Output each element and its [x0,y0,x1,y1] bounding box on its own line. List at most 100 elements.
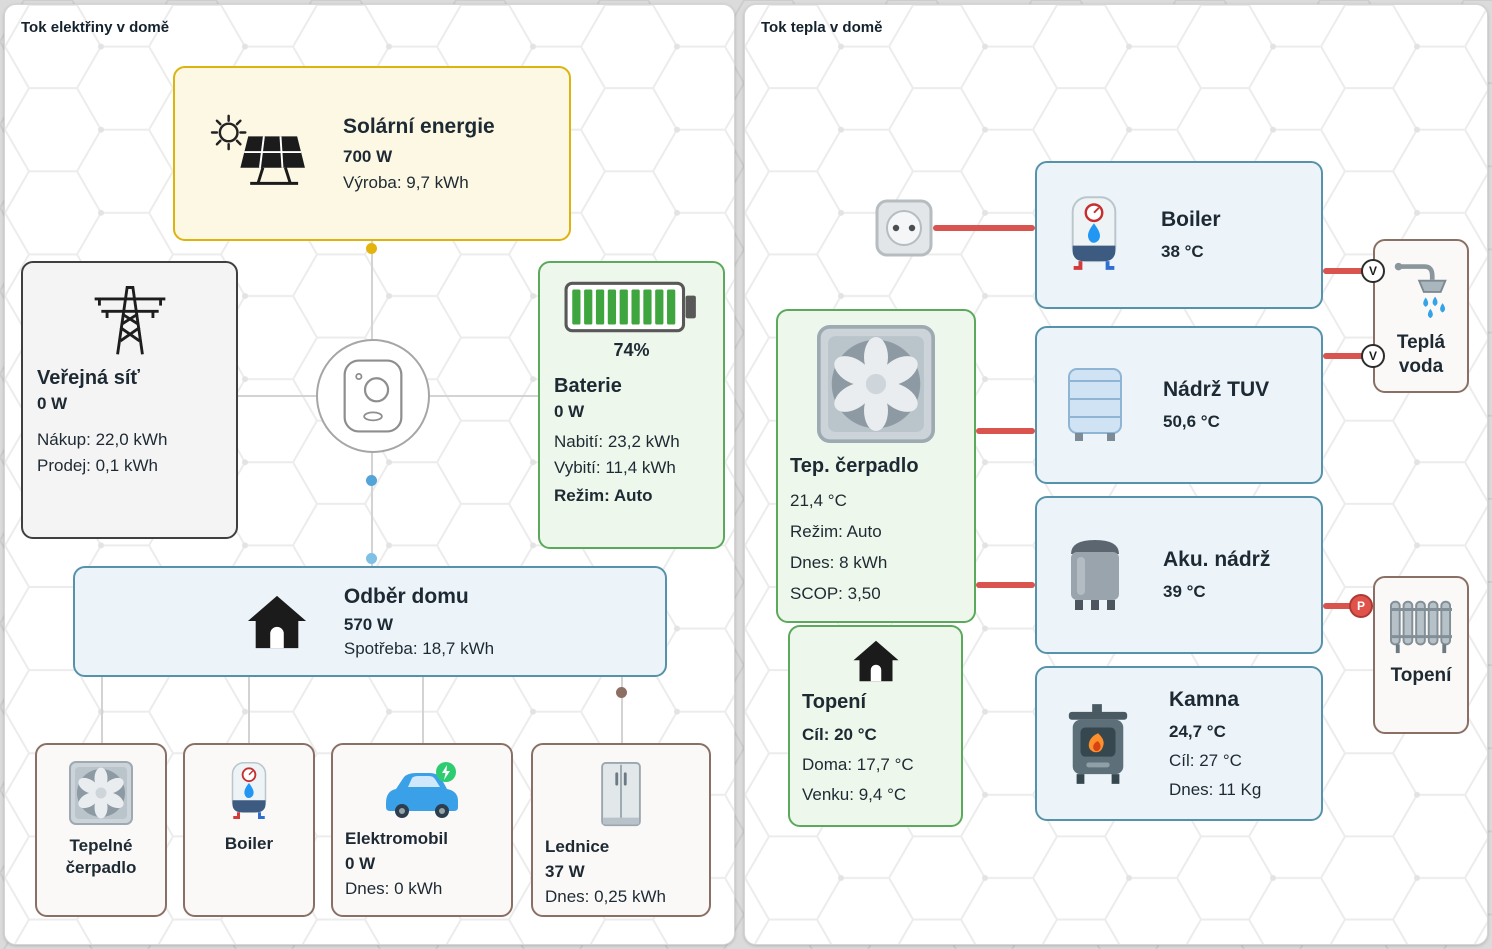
line-home-to-boiler [248,677,250,743]
pump-badge-heating[interactable]: P [1349,594,1373,618]
battery-discharged: Vybití: 11,4 kWh [554,458,676,477]
aku-tank-temp: 39 °C [1163,582,1206,601]
grid-power: 0 W [37,394,68,413]
tuv-tank-card[interactable]: Nádrž TUV 50,6 °C [1035,326,1323,484]
ev-name: Elektromobil [345,829,448,848]
solar-power: 700 W [343,146,393,166]
line-inverter-to-battery [430,395,538,397]
solar-production: Výroba: 9,7 kWh [343,172,469,192]
radiators-name: Topení [1390,665,1452,686]
heat-boiler-card[interactable]: Boiler 38 °C [1035,161,1323,309]
battery-mode: Režim: Auto [554,486,653,505]
line-home-to-heatpump [101,677,103,743]
pipe-tuv-to-hotwater [1323,353,1373,359]
aku-tank-name: Aku. nádrž [1163,548,1271,571]
hot-water-card[interactable]: Teplá voda [1373,239,1469,393]
aku-tank-card[interactable]: Aku. nádrž 39 °C [1035,496,1323,654]
fridge-power: 37 W [545,862,585,881]
valve-letter: V [1368,349,1377,363]
electricity-flow-panel: Tok elektřiny v domě [4,4,735,945]
stove-temp: 24,7 °C [1169,721,1226,741]
solar-panel-icon [210,114,305,185]
tuv-tank-temp: 50,6 °C [1163,412,1220,431]
power-tower-icon [94,285,165,355]
boiler-device-card[interactable]: Boiler [183,743,315,917]
heat-pump-name: Tep. čerpadlo [790,455,919,477]
home-power: 570 W [343,614,393,634]
solar-flow-dot [366,243,377,254]
house-icon [853,640,898,682]
boiler-device-name: Boiler [224,834,274,853]
radiators-card[interactable]: Topení [1373,576,1469,734]
stove-card[interactable]: Kamna 24,7 °C Cíl: 27 °C Dnes: 11 Kg [1035,666,1323,821]
shower-icon [1394,262,1447,319]
radiator-icon [1390,600,1452,654]
line-grid-to-inverter [238,395,316,397]
heating-control-card[interactable]: Topení Cíl: 20 °C Doma: 17,7 °C Venku: 9… [788,625,963,827]
heating-name: Topení [802,691,867,713]
ev-device-card[interactable]: Elektromobil 0 W Dnes: 0 kWh [331,743,513,917]
heating-target: Cíl: 20 °C [802,725,877,744]
solar-card[interactable]: Solární energie 700 W Výroba: 9,7 kWh [173,66,571,241]
heat-boiler-temp: 38 °C [1161,242,1204,261]
valve-letter: V [1368,264,1377,278]
storage-tank-icon [1071,540,1119,610]
battery-icon [564,281,696,333]
ev-car-icon [386,762,458,818]
pipe-heatpump-to-tuv [976,428,1035,434]
line-inverter-to-home [371,453,373,566]
stove-today: Dnes: 11 Kg [1169,779,1262,799]
boiler-icon [231,762,267,819]
heat-pump-card[interactable]: Tep. čerpadlo 21,4 °C Režim: Auto Dnes: … [776,309,976,623]
fridge-icon [601,761,641,827]
battery-percent: 74% [613,340,650,360]
grid-card[interactable]: Veřejná síť 0 W Nákup: 22,0 kWh Prodej: … [21,261,238,539]
fridge-device-card[interactable]: Lednice 37 W Dnes: 0,25 kWh [531,743,711,917]
inverter-icon [343,359,403,433]
ev-today: Dnes: 0 kWh [345,879,443,898]
grid-buy: Nákup: 22,0 kWh [37,430,168,449]
line-home-to-fridge [621,677,623,743]
pump-letter: P [1356,599,1365,613]
fan-icon [69,761,133,825]
grid-sell: Prodej: 0,1 kWh [37,456,158,475]
fridge-name: Lednice [545,837,610,856]
heat-pump-device-name: Tepelné čerpadlo [65,836,137,878]
ev-power: 0 W [345,854,376,873]
stove-name: Kamna [1169,687,1240,711]
water-tank-icon [1068,368,1122,441]
fridge-flow-dot [616,687,627,698]
fan-icon [817,325,935,443]
heat-flow-panel: Tok tepla v domě [744,4,1488,945]
tuv-tank-name: Nádrž TUV [1163,378,1270,401]
socket-node[interactable] [875,199,933,257]
home-flow-dot [366,475,377,486]
stove-icon [1068,703,1128,784]
hot-water-name: Teplá voda [1396,332,1446,377]
pipe-boiler-to-hotwater [1323,268,1373,274]
house-icon [247,595,306,648]
home-name: Odběr domu [343,584,469,608]
solar-name: Solární energie [343,114,495,138]
battery-name: Baterie [554,375,622,397]
line-home-to-ev [422,677,424,743]
valve-badge-tuv[interactable]: V [1361,344,1385,368]
battery-card[interactable]: 74% Baterie 0 W Nabití: 23,2 kWh Vybití:… [538,261,725,549]
inverter-hub[interactable] [316,339,430,453]
home-flow-dot-2 [366,553,377,564]
line-solar-to-inverter [371,241,373,339]
grid-name: Veřejná síť [37,367,140,389]
valve-badge-boiler[interactable]: V [1361,259,1385,283]
heat-pump-scop: SCOP: 3,50 [790,584,881,603]
boiler-icon [1071,196,1117,270]
heat-pump-device-card[interactable]: Tepelné čerpadlo [35,743,167,917]
heat-pump-mode: Režim: Auto [790,522,882,541]
pipe-socket-to-boiler [933,225,1035,231]
heating-indoor: Doma: 17,7 °C [802,755,914,774]
pipe-aku-to-radiators [1323,603,1373,609]
stove-target: Cíl: 27 °C [1169,750,1242,770]
home-consumption-card[interactable]: Odběr domu 570 W Spotřeba: 18,7 kWh [73,566,667,677]
battery-charged: Nabití: 23,2 kWh [554,432,680,451]
power-socket-icon [875,199,933,257]
